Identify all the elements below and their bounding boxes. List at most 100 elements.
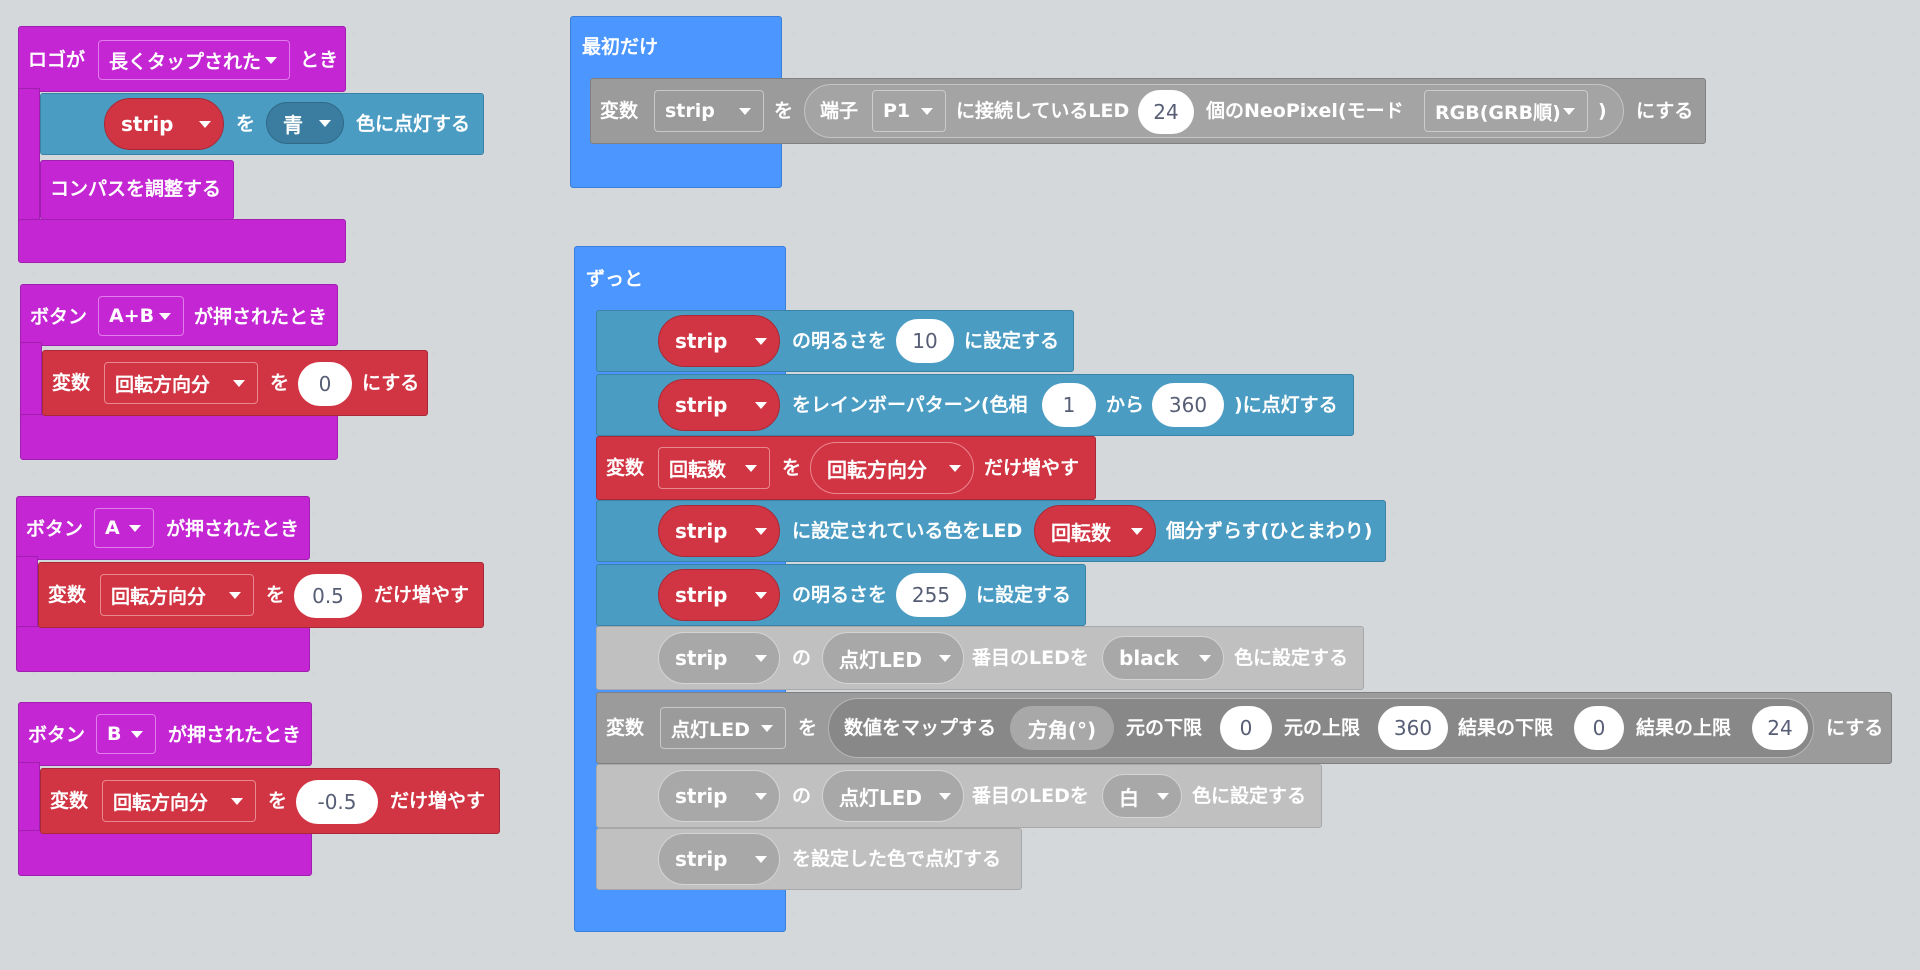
strip-variable-dropdown[interactable]: strip <box>658 833 780 885</box>
inc-wo: を <box>266 584 286 606</box>
pixel-suffix: 色に設定する <box>1234 647 1349 669</box>
lit-led-reporter[interactable]: 点灯LED <box>822 770 964 822</box>
strip-variable-dropdown[interactable]: strip <box>658 770 780 822</box>
show-color-suffix: 色に点灯する <box>356 113 471 135</box>
chevron-down-icon <box>755 338 767 345</box>
brightness-suffix: に設定する <box>964 330 1060 352</box>
rotation-count-reporter[interactable]: 回転数 <box>1034 505 1156 557</box>
set-wo: を <box>270 372 290 394</box>
hue-end-input[interactable]: 360 <box>1152 383 1224 427</box>
show-strip-suffix: を設定した色で点灯する <box>792 848 1002 870</box>
inc-suffix: だけ増やす <box>374 584 470 606</box>
chevron-down-icon <box>949 465 961 472</box>
button-b-event-block[interactable] <box>18 702 312 766</box>
color-dropdown[interactable]: 青 <box>266 102 344 144</box>
chevron-down-icon <box>131 731 143 738</box>
chevron-down-icon <box>755 592 767 599</box>
rotation-var-dropdown[interactable]: 回転方向分 <box>100 574 254 616</box>
chevron-down-icon <box>1157 793 1169 800</box>
from-low-input[interactable]: 0 <box>1220 706 1272 750</box>
strip-variable-dropdown[interactable]: strip <box>104 98 224 150</box>
rotate-text: に設定されている色をLED <box>792 520 1023 542</box>
pixel-text: 番目のLEDを <box>972 647 1089 669</box>
map-reporter[interactable] <box>828 698 1814 758</box>
button-a-prefix: ボタン <box>26 518 84 540</box>
color-dropdown[interactable]: black <box>1102 636 1224 680</box>
init-wo: を <box>774 100 794 122</box>
to-high-input[interactable]: 24 <box>1752 706 1808 750</box>
var-word: 変数 <box>606 457 645 479</box>
var-word: 変数 <box>48 584 87 606</box>
show-color-wo: を <box>236 113 256 135</box>
button-ab-event-body <box>20 342 42 422</box>
pin-dropdown[interactable]: P1 <box>872 90 946 132</box>
calibrate-compass-block[interactable] <box>40 160 234 220</box>
button-b-event-bottom <box>18 830 312 876</box>
hue-start-input[interactable]: 1 <box>1042 383 1096 427</box>
increment-value-input[interactable]: 0.5 <box>294 574 362 618</box>
strip-var-dropdown[interactable]: strip <box>654 90 764 132</box>
rhi-text: 結果の上限 <box>1636 717 1732 739</box>
color-dropdown[interactable]: 白 <box>1102 774 1182 818</box>
brightness-value-input[interactable]: 255 <box>896 573 966 617</box>
chevron-down-icon <box>265 57 277 64</box>
forever-label: ずっと <box>586 268 644 290</box>
chevron-down-icon <box>739 108 751 115</box>
pixel-suffix: 色に設定する <box>1192 785 1307 807</box>
pixel-text: 番目のLEDを <box>972 785 1089 807</box>
gesture-dropdown[interactable]: 長くタップされた <box>98 40 290 80</box>
button-ab-dropdown[interactable]: A+B <box>98 296 184 336</box>
init-suffix: にする <box>1636 100 1694 122</box>
strip-variable-dropdown[interactable]: strip <box>658 569 780 621</box>
chevron-down-icon <box>233 380 245 387</box>
pixel-no: の <box>792 647 812 669</box>
button-ab-suffix: が押されたとき <box>194 306 328 328</box>
compass-heading-reporter[interactable]: 方角(°) <box>1010 706 1114 750</box>
pixel-no: の <box>792 785 812 807</box>
inc-suffix: だけ増やす <box>984 457 1080 479</box>
brightness-text: の明るさを <box>792 584 888 606</box>
strip-variable-dropdown[interactable]: strip <box>658 379 780 431</box>
mode-dropdown[interactable]: RGB(GRB順) <box>1424 90 1588 132</box>
mode-close: ) <box>1598 100 1607 122</box>
led-count-input[interactable]: 24 <box>1138 90 1194 134</box>
to-low-input[interactable]: 0 <box>1574 706 1624 750</box>
logo-event-prefix: ロゴが <box>28 49 86 71</box>
var-word: 変数 <box>50 790 89 812</box>
rotation-var-dropdown[interactable]: 回転方向分 <box>104 362 258 404</box>
from-high-input[interactable]: 360 <box>1378 706 1448 750</box>
calibrate-compass-label: コンパスを調整する <box>50 178 222 200</box>
button-a-suffix: が押されたとき <box>166 518 300 540</box>
chevron-down-icon <box>231 798 243 805</box>
strip-variable-dropdown[interactable]: strip <box>658 632 780 684</box>
rainbow-text: をレインボーパターン(色相 <box>792 394 1028 416</box>
rotation-var-reporter[interactable]: 回転方向分 <box>810 442 974 494</box>
chevron-down-icon <box>1199 655 1211 662</box>
strip-variable-dropdown[interactable]: strip <box>658 315 780 367</box>
chevron-down-icon <box>755 402 767 409</box>
rotation-count-dropdown[interactable]: 回転数 <box>658 447 770 489</box>
lit-led-var-dropdown[interactable]: 点灯LED <box>660 707 786 749</box>
chevron-down-icon <box>939 655 951 662</box>
chevron-down-icon <box>755 856 767 863</box>
increment-value-input[interactable]: -0.5 <box>296 780 378 824</box>
inc-suffix: だけ増やす <box>390 790 486 812</box>
logo-event-suffix: とき <box>300 49 339 71</box>
button-a-event-block[interactable] <box>16 496 310 560</box>
chevron-down-icon <box>129 525 141 532</box>
button-a-dropdown[interactable]: A <box>94 508 154 548</box>
button-b-suffix: が押されたとき <box>168 724 302 746</box>
chevron-down-icon <box>745 465 757 472</box>
rotation-var-dropdown[interactable]: 回転方向分 <box>102 780 256 822</box>
zero-value-input[interactable]: 0 <box>298 362 352 406</box>
var-word: 変数 <box>606 717 645 739</box>
strip-variable-dropdown[interactable]: strip <box>658 505 780 557</box>
lit-led-reporter[interactable]: 点灯LED <box>822 632 964 684</box>
chevron-down-icon <box>1131 528 1143 535</box>
brightness-value-input[interactable]: 10 <box>896 319 954 363</box>
chevron-down-icon <box>1563 108 1575 115</box>
brightness-text: の明るさを <box>792 330 888 352</box>
hi-text: 元の上限 <box>1284 717 1361 739</box>
button-b-dropdown[interactable]: B <box>96 714 156 754</box>
button-ab-prefix: ボタン <box>30 306 88 328</box>
